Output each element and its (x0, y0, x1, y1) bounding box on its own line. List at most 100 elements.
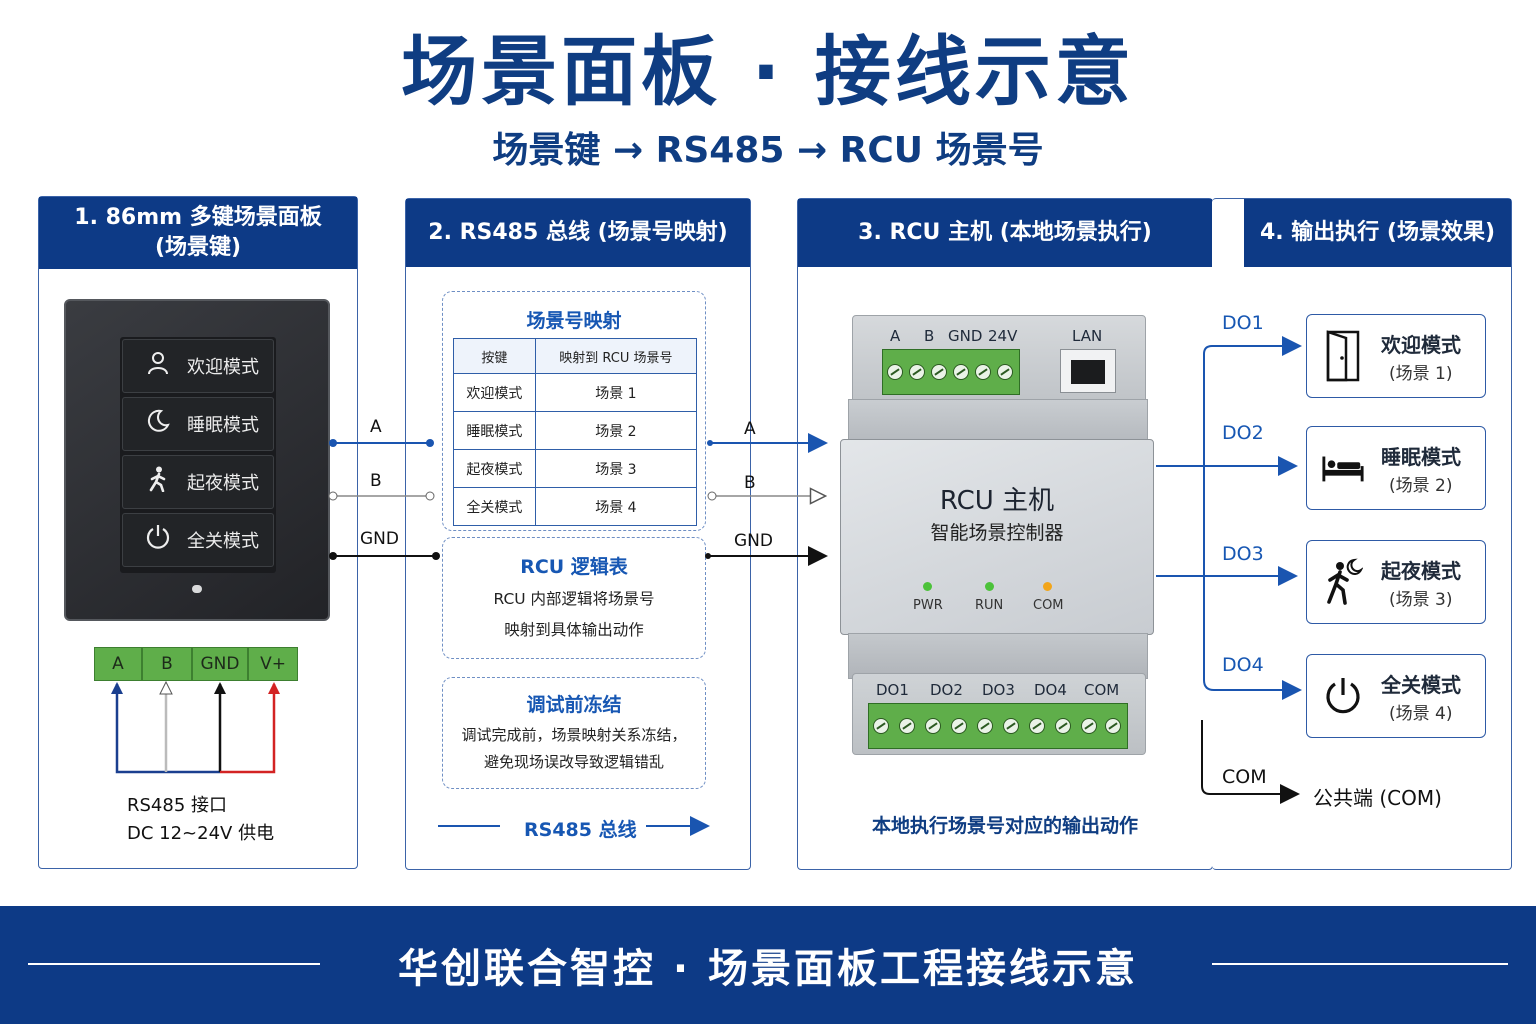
rcu-terminal-a: A (890, 327, 901, 345)
screw-icon (1105, 718, 1121, 734)
table-header-row: 按键 映射到 RCU 场景号 (453, 338, 698, 374)
freeze-box: 调试前冻结 调试完成前，场景映射关系冻结， 避免现场误改导致逻辑错乱 (442, 677, 706, 789)
rcu-terminal-24v: 24V (988, 327, 1018, 345)
screw-icon (1081, 718, 1097, 734)
panel1-heading-line2: (场景键) (154, 235, 242, 260)
table-row: 全关模式 场景 4 (453, 487, 698, 526)
rcu-do1-label: DO1 (876, 681, 909, 699)
night-walk-icon (1321, 555, 1365, 609)
rcu-top-terminals (882, 349, 1020, 395)
screw-icon (931, 364, 947, 380)
table-cell-scene: 场景 4 (534, 487, 698, 526)
output-alloff: 全关模式 (场景 4) (1306, 654, 1486, 738)
walking-icon (143, 466, 173, 498)
rcu-bottom-terminals (868, 703, 1128, 749)
com-target-label: 公共端 (COM) (1313, 786, 1442, 810)
output-welcome-scene: (场景 1) (1389, 364, 1453, 384)
do1-label: DO1 (1222, 312, 1264, 334)
key-alloff-label: 全关模式 (187, 531, 259, 552)
screw-icon (951, 718, 967, 734)
table-cell-scene: 场景 1 (534, 373, 698, 412)
table-cell-key: 欢迎模式 (453, 373, 536, 412)
power-icon (143, 524, 173, 556)
screw-icon (997, 364, 1013, 380)
do4-label: DO4 (1222, 654, 1264, 676)
screw-icon (899, 718, 915, 734)
pwr-led-label: PWR (913, 598, 943, 613)
run-led-label: RUN (975, 598, 1004, 613)
panel-terminal-block: A B GND V+ (94, 647, 334, 683)
screw-icon (925, 718, 941, 734)
output-sleep-name: 睡眠模式 (1381, 445, 1461, 469)
panel-rcu-host: 3. RCU 主机 (本地场景执行) A B GND 24V LAN RCU 主… (797, 198, 1213, 870)
panel-rs485-bus: 2. RS485 总线 (场景号映射) 场景号映射 按键 映射到 RCU 场景号… (405, 198, 751, 870)
page-title: 场景面板 · 接线示意 (401, 27, 1135, 116)
output-sleep: 睡眠模式 (场景 2) (1306, 426, 1486, 510)
footer-line-left (28, 963, 320, 965)
screw-icon (873, 718, 889, 734)
panel3-heading: 3. RCU 主机 (本地场景执行) (798, 199, 1212, 267)
footer-bar: 华创联合智控 · 场景面板工程接线示意 (0, 906, 1536, 1024)
key-night[interactable]: 起夜模式 (122, 455, 274, 509)
run-led (985, 582, 994, 591)
wire-b-label-left: B (370, 471, 382, 491)
terminal-b: B (142, 647, 192, 681)
table-cell-key: 起夜模式 (453, 449, 536, 488)
key-welcome[interactable]: 欢迎模式 (122, 339, 274, 393)
power-icon (1321, 669, 1365, 723)
panel-note-power: DC 12~24V 供电 (127, 823, 275, 844)
wire-b-label-right: B (744, 473, 756, 493)
screw-icon (1055, 718, 1071, 734)
mapping-table: 按键 映射到 RCU 场景号 欢迎模式 场景 1 睡眠模式 场景 2 起夜模式 … (453, 338, 698, 526)
output-alloff-scene: (场景 4) (1389, 704, 1453, 724)
rcu-device: A B GND 24V LAN RCU 主机 智能场景控制器 PWR RUN C… (840, 315, 1154, 755)
output-welcome: 欢迎模式 (场景 1) (1306, 314, 1486, 398)
key-sleep-label: 睡眠模式 (187, 415, 259, 436)
table-cell-scene: 场景 3 (534, 449, 698, 488)
output-alloff-name: 全关模式 (1381, 673, 1461, 697)
output-night: 起夜模式 (场景 3) (1306, 540, 1486, 624)
terminal-vplus: V+ (248, 647, 298, 681)
mapping-title: 场景号映射 (526, 310, 622, 332)
bus-label: RS485 总线 (524, 819, 637, 841)
table-cell-scene: 场景 2 (534, 411, 698, 450)
output-night-name: 起夜模式 (1381, 559, 1461, 583)
lan-port-jack (1071, 360, 1105, 384)
com-led-label: COM (1033, 598, 1064, 613)
pwr-led (923, 582, 932, 591)
terminal-a: A (94, 647, 142, 681)
output-welcome-name: 欢迎模式 (1381, 333, 1461, 357)
bed-icon (1321, 441, 1365, 495)
wire-a-label-right: A (744, 419, 756, 439)
freeze-title: 调试前冻结 (526, 694, 622, 716)
page-subtitle: 场景键 → RS485 → RCU 场景号 (492, 130, 1044, 171)
table-row: 欢迎模式 场景 1 (453, 373, 698, 412)
wire-gnd-label-right: GND (734, 531, 773, 551)
rcu-com-label: COM (1084, 681, 1120, 699)
wire-gnd-label-left: GND (360, 529, 399, 549)
key-night-label: 起夜模式 (187, 473, 259, 494)
logic-box: RCU 逻辑表 RCU 内部逻辑将场景号 映射到具体输出动作 (442, 537, 706, 659)
logic-line1: RCU 内部逻辑将场景号 (493, 590, 655, 608)
panel2-heading: 2. RS485 总线 (场景号映射) (406, 199, 750, 267)
moon-icon (143, 409, 173, 439)
rcu-lan-label: LAN (1072, 327, 1103, 345)
screw-icon (977, 718, 993, 734)
panel1-heading-line1: 1. 86mm 多键场景面板 (74, 205, 322, 230)
table-cell-key: 全关模式 (453, 487, 536, 526)
rcu-do3-label: DO3 (982, 681, 1015, 699)
screw-icon (975, 364, 991, 380)
rcu-front-cover: RCU 主机 智能场景控制器 PWR RUN COM (840, 439, 1154, 635)
lan-port-icon[interactable] (1060, 349, 1116, 393)
key-sleep[interactable]: 睡眠模式 (122, 397, 274, 451)
output-sleep-scene: (场景 2) (1389, 476, 1453, 496)
door-icon (1321, 329, 1365, 383)
screw-icon (887, 364, 903, 380)
do2-label: DO2 (1222, 422, 1264, 444)
key-alloff[interactable]: 全关模式 (122, 513, 274, 567)
table-row: 起夜模式 场景 3 (453, 449, 698, 488)
table-header-key: 按键 (453, 338, 536, 374)
rcu-terminal-b: B (924, 327, 935, 345)
logic-title: RCU 逻辑表 (520, 556, 628, 578)
rcu-terminal-gnd: GND (948, 327, 983, 345)
